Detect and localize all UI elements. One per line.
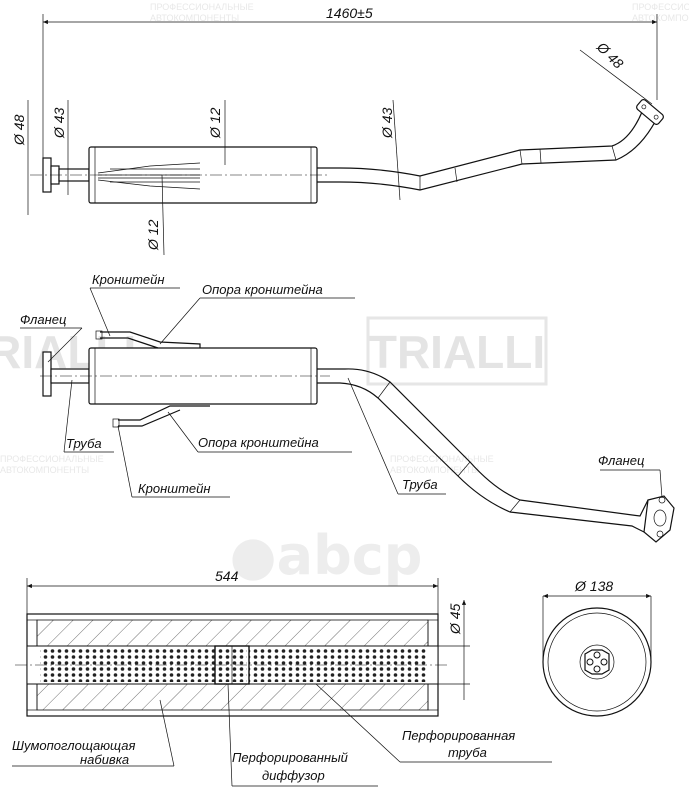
dim-inner-pipe-top: Ø 12 [207,107,223,139]
side-outlet-flange [643,495,675,543]
dim-section-pipe: Ø 45 [447,603,463,635]
label-flange-right: Фланец [598,453,644,468]
watermark-caption: АВТОКОМПОНЕНТЫ [632,13,689,23]
dim-muffler-inlet: Ø 43 [51,107,67,139]
label-packing: Шумопоглощающая [12,738,135,753]
dim-body-diameter: Ø 138 [574,578,613,594]
watermark: ПРОФЕССИОНАЛЬНЫЕ АВТОКОМПОНЕНТЫ ПРОФЕССИ… [0,2,689,587]
side-view: Кронштейн Опора кронштейна Фланец Труба … [20,272,675,543]
label-diffuser: Перфорированный [232,750,348,765]
watermark-caption: ПРОФЕССИОНАЛЬНЫЕ [632,2,689,12]
bottom-bracket [118,405,210,421]
label-perforated-pipe: труба [448,745,487,760]
label-pipe-right: Труба [402,477,438,492]
end-view [542,607,652,717]
watermark-shop-logo: ●abcp [230,524,423,587]
dim-outlet-diameter: Ø 48 [593,38,627,72]
outlet-flange [636,99,664,125]
sound-absorbing-packing [36,619,429,647]
watermark-logo-frame [366,316,548,386]
dim-section-length: 544 [215,568,239,584]
label-pipe-left: Труба [66,436,102,451]
label-bracket-support-top: Опора кронштейна [202,282,323,297]
label-packing: набивка [80,752,129,767]
label-bracket-bottom: Кронштейн [138,481,211,496]
label-perforated-pipe: Перфорированная [402,728,515,743]
watermark-caption: АВТОКОМПОНЕНТЫ [150,13,239,23]
watermark-caption: АВТОКОМПОНЕНТЫ [0,465,89,475]
watermark-caption: АВТОКОМПОНЕНТЫ [390,465,479,475]
label-flange-left: Фланец [20,312,66,327]
dim-pipe-diameter: Ø 43 [379,107,395,139]
section-view: 544 Ø 45 Ø 138 [12,568,652,787]
top-bracket [100,331,201,348]
top-view: 1460±5 Ø 48 Ø 43 Ø 12 Ø 12 [11,5,664,256]
side-inlet-flange [42,351,52,397]
watermark-logo: TRIALLI [369,326,545,378]
label-bracket-support-bottom: Опора кронштейна [198,435,319,450]
watermark-caption: ПРОФЕССИОНАЛЬНЫЕ [150,2,254,12]
watermark-caption: ПРОФЕССИОНАЛЬНЫЕ [0,454,104,464]
dim-inner-pipe-bottom: Ø 12 [145,219,161,251]
label-diffuser: диффузор [262,768,325,783]
side-outlet-pipe [317,368,649,517]
dim-overall-length: 1460±5 [326,5,373,21]
watermark-caption: ПРОФЕССИОНАЛЬНЫЕ [390,454,494,464]
label-bracket-top: Кронштейн [92,272,165,287]
dim-inlet-diameter: Ø 48 [11,114,27,146]
